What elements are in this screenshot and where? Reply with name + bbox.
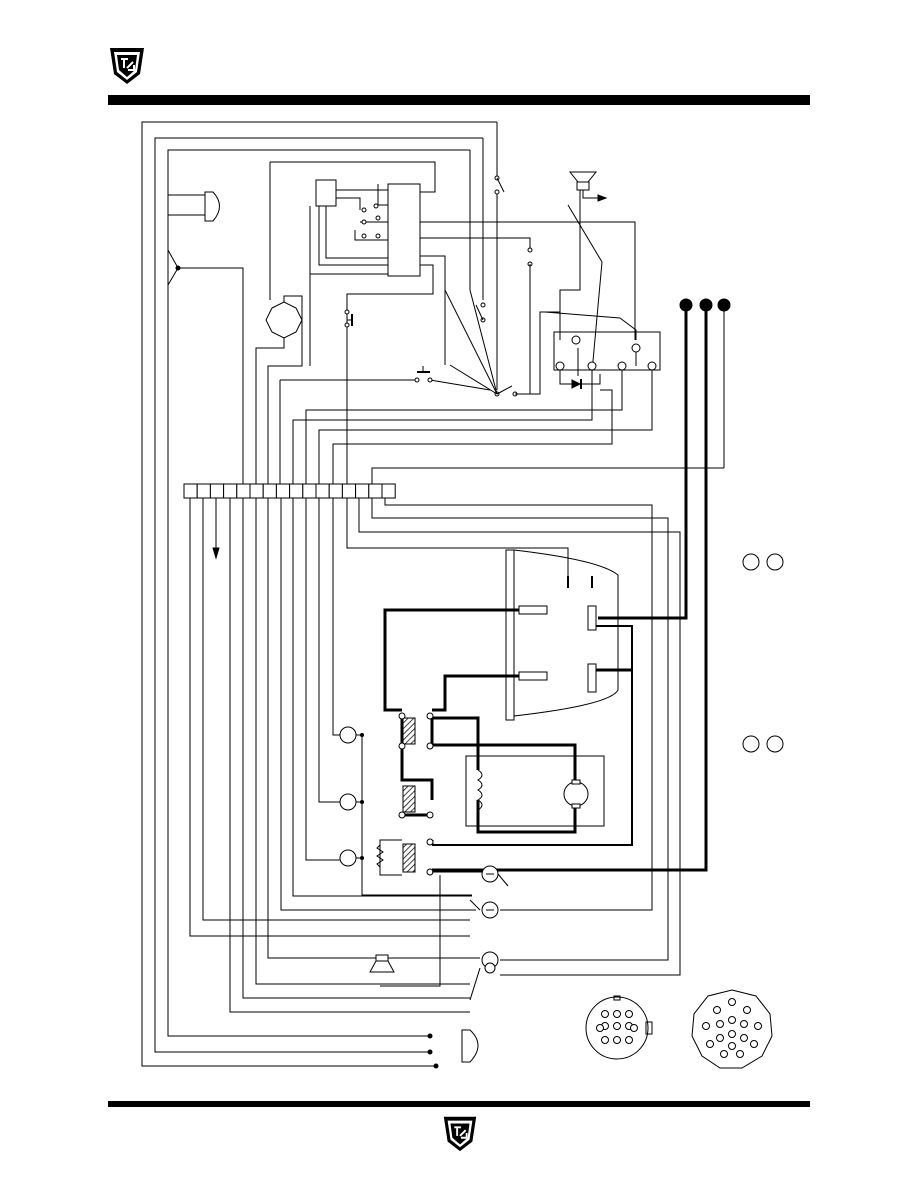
connector-pin <box>597 1025 604 1032</box>
terminal-strip-cell <box>369 484 382 498</box>
connector-pin <box>717 1035 724 1042</box>
push-button-icon <box>280 314 490 484</box>
connector-pin <box>602 1011 609 1018</box>
pin-pair-lower <box>743 736 783 752</box>
connector-pin <box>729 999 736 1006</box>
connector-pin <box>626 1011 633 1018</box>
motor-icon <box>564 780 588 808</box>
terminal-strip-cell <box>329 484 342 498</box>
connector-pin <box>602 1037 609 1044</box>
fuse-icon <box>380 866 508 1000</box>
terminal-strip-cell <box>197 484 210 498</box>
connector-pin <box>614 1037 621 1044</box>
round-12-pin-connector <box>586 996 652 1059</box>
terminal-strip-cell <box>382 484 395 498</box>
connector-pin <box>714 1007 721 1014</box>
horn-icon <box>560 172 606 372</box>
circuit-breaker-icon <box>266 302 302 338</box>
solenoid-assembly <box>432 550 632 845</box>
connector-pin <box>751 1041 758 1048</box>
terminal-strip-cell <box>184 484 197 498</box>
connector-pin <box>729 1017 736 1024</box>
terminal-strip-cell <box>290 484 303 498</box>
connector-pin <box>741 1021 748 1028</box>
junction-wire <box>168 250 243 484</box>
terminal-strip-cell <box>237 484 250 498</box>
top-left-plug-connector <box>205 192 220 221</box>
terminal-strip-cell <box>316 484 329 498</box>
connector-pin <box>729 1043 736 1050</box>
connector-pin <box>755 1023 762 1030</box>
connector-pin <box>631 1025 638 1032</box>
terminal-strip-cell <box>250 484 263 498</box>
connector-pin <box>626 1037 633 1044</box>
contactor-coils <box>403 718 415 872</box>
connector-pin <box>703 1023 710 1030</box>
relay-board <box>293 312 660 484</box>
terminal-strip-cell <box>303 484 316 498</box>
battery-posts <box>372 299 730 870</box>
diode-icon <box>572 380 580 388</box>
round-16-pin-connector <box>692 990 772 1068</box>
connector-pin <box>729 1031 736 1038</box>
connector-pin <box>721 1051 728 1058</box>
terminal-strip-cell <box>224 484 237 498</box>
pin-pair-upper <box>743 554 783 570</box>
connector-pin <box>614 1023 621 1030</box>
terminal-strip-cell <box>342 484 355 498</box>
bottom-plug-connector <box>462 1030 478 1062</box>
terminal-strip-cell <box>263 484 276 498</box>
connector-pin <box>741 1035 748 1042</box>
connector-pin <box>717 1021 724 1028</box>
connector-pin <box>614 1011 621 1018</box>
terminal-strip <box>184 484 395 498</box>
terminal-strip-cell <box>276 484 289 498</box>
connector-pin <box>737 1051 744 1058</box>
connector-pin <box>707 1041 714 1048</box>
terminal-strip-cell <box>356 484 369 498</box>
connector-pin <box>744 1007 751 1014</box>
terminal-strip-cell <box>210 484 223 498</box>
